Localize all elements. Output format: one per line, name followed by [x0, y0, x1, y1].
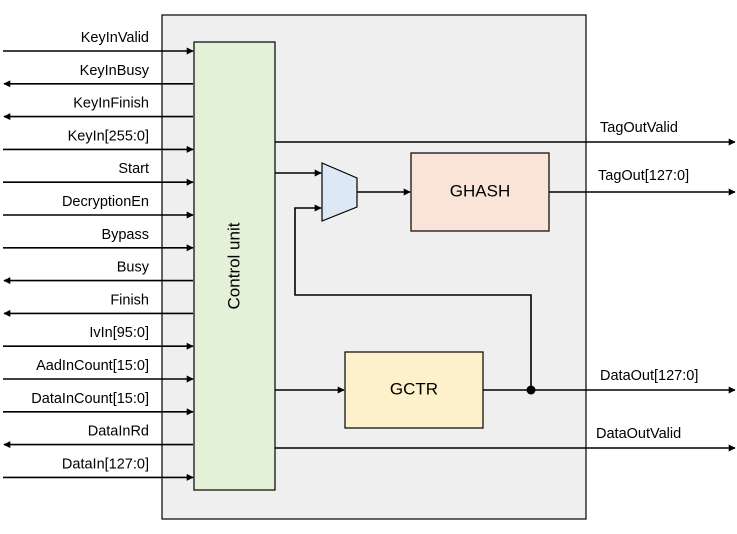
control-unit-block: [193, 41, 276, 491]
port-label: AadInCount[15:0]: [36, 358, 149, 374]
control-unit-label: Control unit: [224, 222, 243, 309]
gctr-label: GCTR: [390, 379, 438, 398]
port-label: IvIn[95:0]: [89, 325, 149, 341]
port-label: Finish: [110, 292, 149, 308]
tag-out-valid-label: TagOutValid: [600, 120, 678, 136]
port-label: KeyInValid: [81, 30, 149, 46]
port-label: DataIn[127:0]: [62, 456, 149, 472]
port-label: Busy: [117, 260, 150, 276]
data-out-valid-label: DataOutValid: [596, 426, 681, 442]
port-label: KeyIn[255:0]: [68, 128, 149, 144]
ghash-block: [410, 152, 550, 232]
port-label: DataInCount[15:0]: [31, 391, 149, 407]
port-label: KeyInBusy: [80, 63, 150, 79]
port-label: Bypass: [101, 227, 149, 243]
port-label: KeyInFinish: [73, 96, 149, 112]
port-label: Start: [118, 161, 149, 177]
port-label: DecryptionEn: [62, 194, 149, 210]
mux-block: [321, 162, 358, 222]
wire-feedback-to-mux: [294, 204, 532, 390]
data-out-label: DataOut[127:0]: [600, 368, 698, 384]
gctr-block: [344, 351, 484, 429]
tag-out-label: TagOut[127:0]: [598, 168, 689, 184]
left-port-group: KeyInValidKeyInBusyKeyInFinishKeyIn[255:…: [3, 30, 194, 481]
port-label: DataInRd: [88, 424, 149, 440]
ghash-label: GHASH: [450, 181, 510, 200]
